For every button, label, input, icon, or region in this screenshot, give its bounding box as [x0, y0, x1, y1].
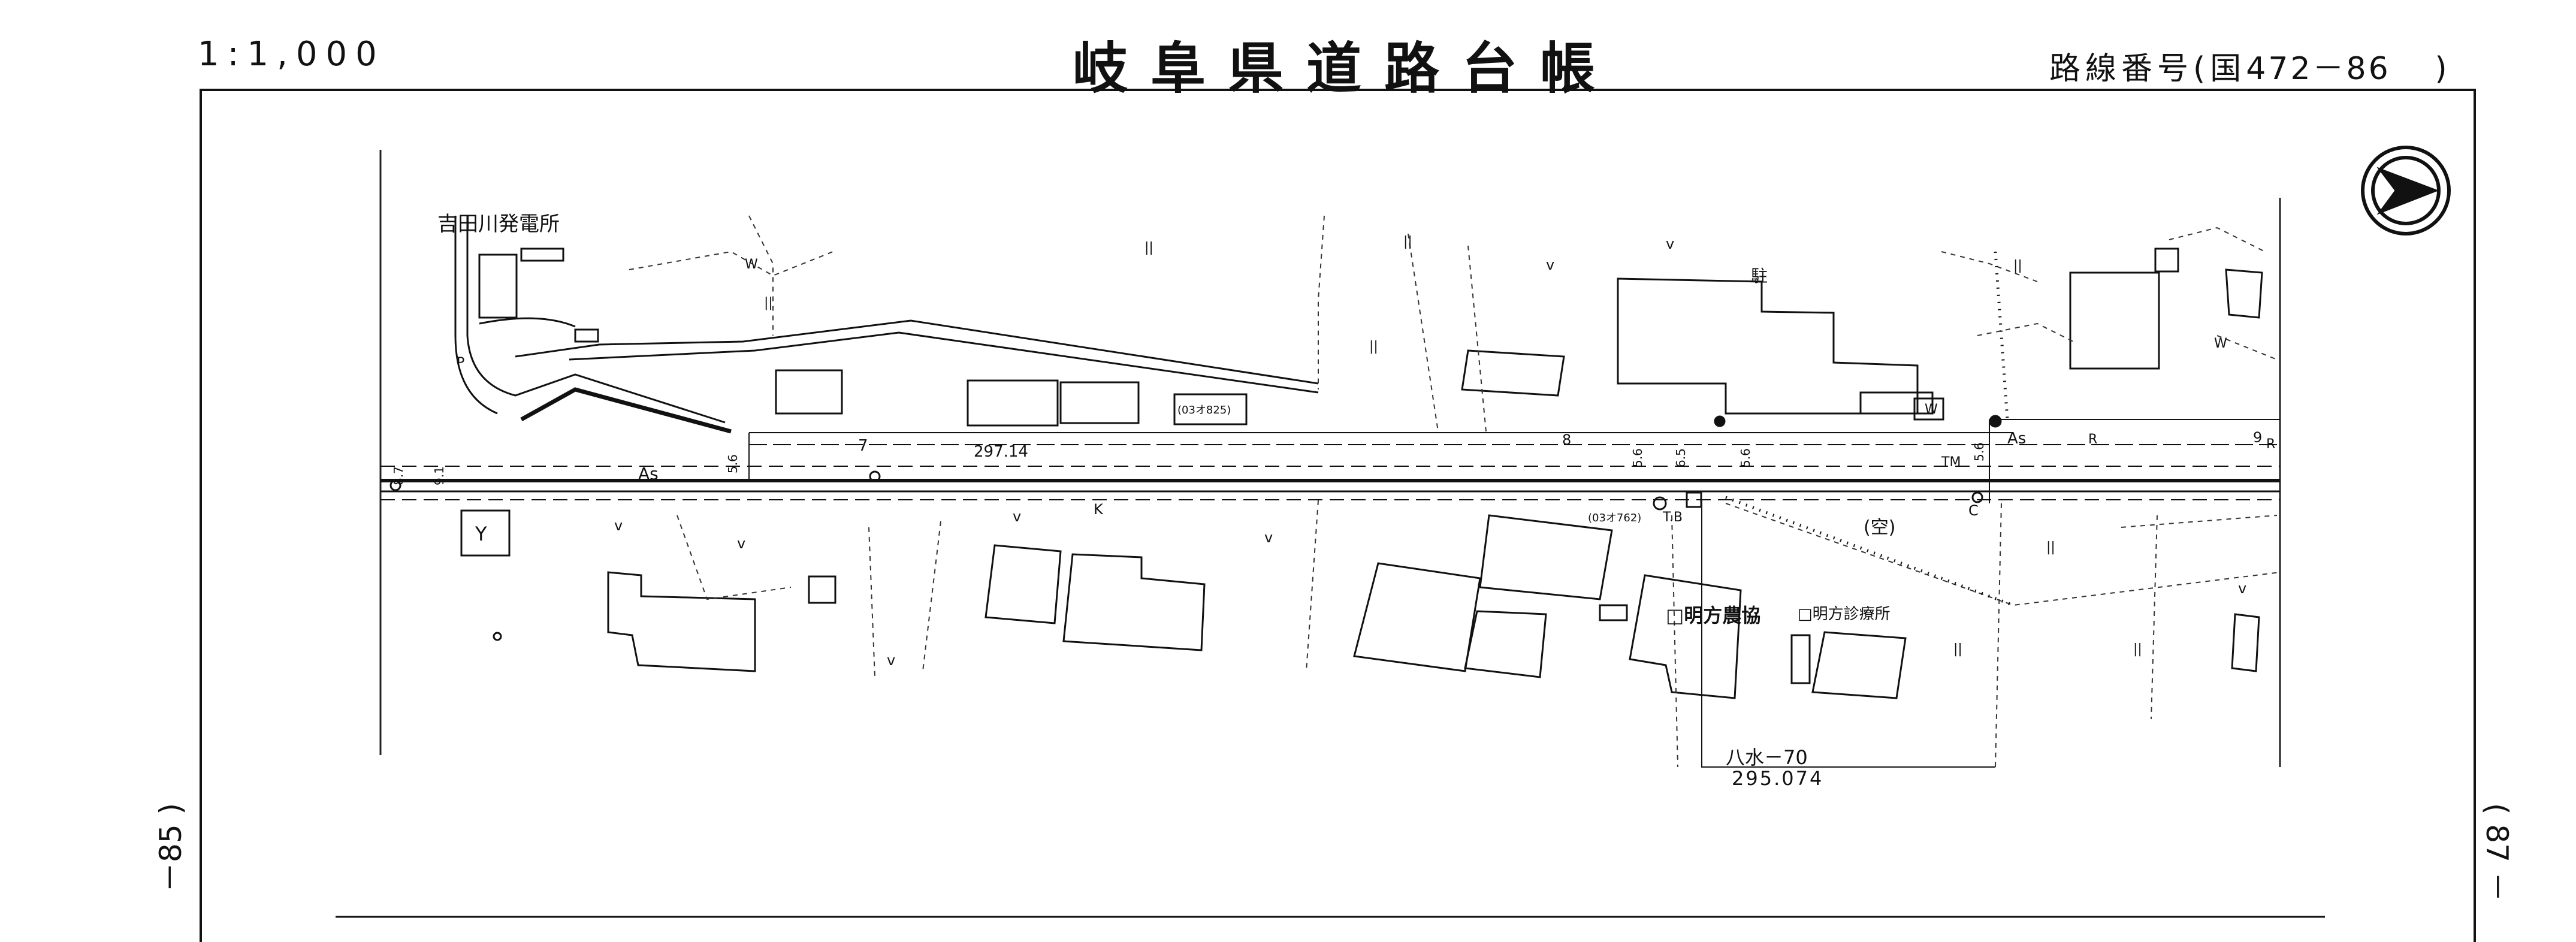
label-r2: R — [2266, 437, 2275, 452]
label-width-9-1: 9.1 — [432, 466, 446, 485]
grass-symbol: || — [764, 295, 773, 310]
label-y: Y — [475, 523, 487, 545]
field-symbol: v — [1013, 508, 1021, 525]
map-labels: 吉田川発電所 □明方農協 □明方診療所 (空) 八水－70 295.074 29… — [391, 212, 2275, 790]
label-surface-as-2: As — [2007, 430, 2026, 448]
label-chainage: 297.14 — [974, 443, 1028, 461]
label-width-5-6d: 5.6 — [1972, 442, 1986, 461]
label-width-5-6c: 5.6 — [1738, 448, 1753, 467]
label-tm: TM — [1941, 455, 1961, 470]
benchmark-leader — [1701, 500, 1995, 768]
label-vacant: (空) — [1864, 517, 1895, 538]
grass-symbol: || — [1144, 240, 1153, 255]
label-clinic: □明方診療所 — [1798, 605, 1891, 623]
label-width-5-6a: 5.6 — [726, 454, 740, 473]
label-w1: W — [745, 257, 758, 272]
label-width-5-6b: 5.6 — [1630, 448, 1645, 467]
field-symbol: v — [614, 517, 623, 534]
label-r: R — [2088, 432, 2097, 447]
grass-symbol: || — [2013, 258, 2022, 273]
label-w3: W — [2214, 336, 2227, 351]
grass-symbol: || — [1953, 642, 1962, 657]
label-n7: 7 — [858, 437, 868, 455]
parcel-boundaries — [629, 215, 2281, 768]
grass-symbol: || — [1369, 339, 1378, 354]
side-road — [454, 216, 1319, 434]
field-symbol: v — [737, 535, 745, 552]
district-boundary — [1725, 251, 2014, 607]
grass-symbol: || — [2133, 642, 2142, 657]
label-w2: W — [1925, 402, 1938, 417]
label-code-2: (03オ762) — [1588, 512, 1641, 524]
adjacent-sheet-right[interactable]: ( 87 － — [2480, 803, 2514, 902]
route-number: 路線番号(国472－86 ) — [2049, 43, 2452, 88]
label-c: C — [1968, 502, 1979, 519]
route-prefix: 路線番号(国 — [2049, 51, 2246, 87]
label-tb: T.B — [1662, 510, 1683, 525]
grass-symbol: || — [2046, 540, 2055, 555]
label-width-8-7: 8.7 — [391, 466, 406, 485]
label-k: K — [1094, 501, 1104, 518]
field-symbol: v — [1546, 256, 1554, 273]
label-p: P — [457, 355, 464, 370]
field-symbol: v — [1666, 236, 1674, 252]
field-symbol: v — [2238, 580, 2246, 597]
grass-symbol: || — [1403, 234, 1412, 249]
field-symbol: v — [1264, 529, 1273, 546]
route-number-value: 472－86 — [2246, 51, 2391, 87]
label-surface-as-1: As — [638, 464, 659, 484]
label-benchmark-value: 295.074 — [1732, 767, 1823, 790]
field-symbol: v — [887, 652, 895, 669]
label-nokyo: □明方農協 — [1666, 604, 1760, 627]
main-road — [380, 419, 2280, 503]
label-benchmark-id: 八水－70 — [1726, 746, 1808, 769]
label-parking: 駐 — [1751, 266, 1768, 286]
label-width-6-5: 6.5 — [1674, 448, 1688, 467]
label-n8: 8 — [1562, 431, 1571, 448]
utility-symbols — [389, 415, 2002, 641]
label-code-1: (03オ825) — [1177, 404, 1231, 416]
map-frame — [200, 89, 2476, 942]
map-outline — [379, 150, 2281, 767]
north-arrow-icon — [2361, 146, 2451, 236]
label-n9: 9 — [2253, 429, 2262, 446]
map-scale: 1:1,000 — [198, 35, 385, 74]
route-suffix: ) — [2435, 51, 2452, 87]
buildings-north — [478, 247, 2263, 427]
buildings-south — [460, 509, 2260, 699]
label-power-station: 吉田川発電所 — [437, 212, 560, 236]
